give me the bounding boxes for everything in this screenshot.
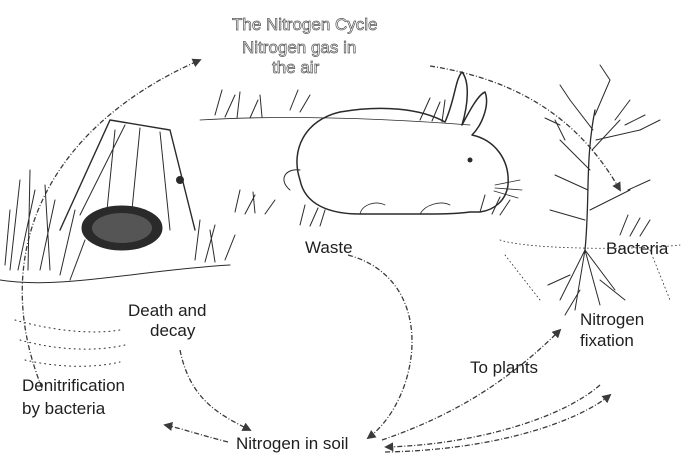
arrow-waste-to-soil (348, 255, 412, 438)
death-decay-label-line-2: decay (150, 321, 196, 340)
to-plants-label: To plants (470, 358, 538, 377)
death-decay-label-line-1: Death and (128, 301, 206, 320)
diagram-title: The Nitrogen Cycle (232, 15, 378, 34)
nitrogen-fixation-label-line-1: Nitrogen (580, 310, 644, 329)
denitrification-label-line-1: Denitrification (22, 376, 125, 395)
soil-label: Nitrogen in soil (236, 434, 348, 453)
bacteria-label: Bacteria (606, 239, 669, 258)
denitrification-label-line-2: by bacteria (22, 399, 106, 418)
nitrogen-fixation-label-line-2: fixation (580, 331, 634, 350)
hollow-log-illustration (60, 120, 195, 250)
arrow-soil-to-denitrification (165, 425, 228, 442)
arrow-fixation-to-soil (386, 385, 600, 447)
plant-illustration (500, 65, 680, 315)
arrow-decay-to-soil (180, 350, 250, 430)
arrow-soil-to-plants (382, 330, 560, 440)
air-label-line-1: Nitrogen gas in (242, 38, 356, 57)
arrow-soil-to-fixation (385, 395, 610, 452)
rabbit-illustration (284, 72, 522, 214)
air-label-line-2: the air (272, 58, 320, 77)
waste-label: Waste (305, 238, 353, 257)
